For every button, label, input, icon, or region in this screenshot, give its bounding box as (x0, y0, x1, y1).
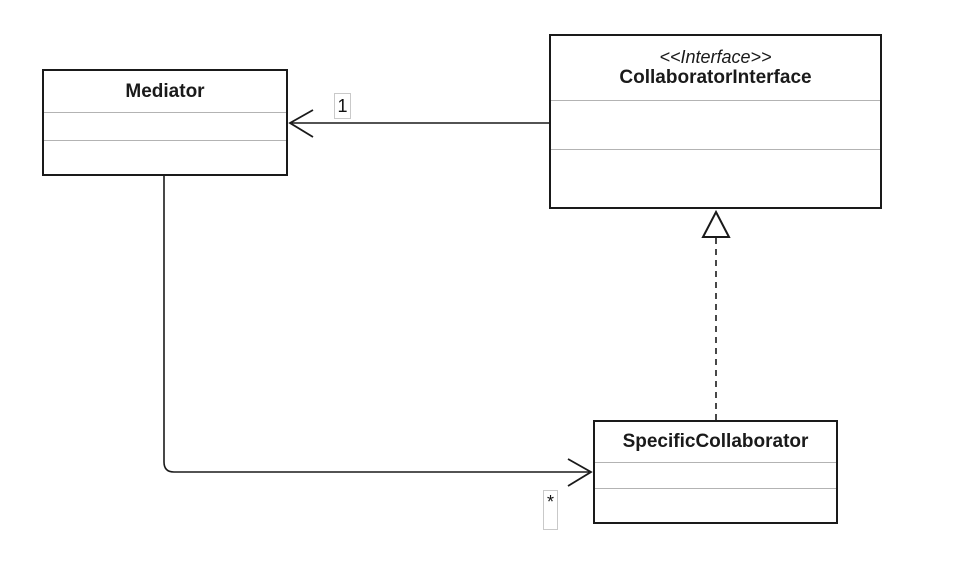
multiplicity-label-one[interactable]: 1 (334, 93, 351, 119)
class-stereotype: <<Interface>> (659, 46, 772, 67)
open-arrowhead-right-icon (567, 458, 593, 487)
class-title-compartment: SpecificCollaborator (595, 422, 836, 462)
class-title-compartment: Mediator (44, 71, 286, 112)
class-name: Mediator (125, 80, 205, 102)
edge-association-collaboratorinterface-to-mediator[interactable] (288, 109, 549, 138)
attributes-compartment (44, 112, 286, 140)
methods-compartment (44, 140, 286, 174)
class-box-collaboratorinterface[interactable]: <<Interface>> CollaboratorInterface (549, 34, 882, 209)
association-line[interactable] (163, 176, 589, 473)
attributes-compartment (595, 462, 836, 488)
multiplicity-label-many[interactable]: * (543, 490, 558, 530)
methods-compartment (551, 149, 880, 207)
class-box-mediator[interactable]: Mediator (42, 69, 288, 176)
edge-realization-specificcollaborator-to-collaboratorinterface[interactable] (701, 209, 731, 420)
methods-compartment (595, 488, 836, 522)
class-box-specificcollaborator[interactable]: SpecificCollaborator (593, 420, 838, 524)
hollow-triangle-arrowhead-icon (701, 209, 731, 238)
class-name: CollaboratorInterface (619, 67, 812, 89)
attributes-compartment (551, 100, 880, 149)
edge-association-mediator-to-specificcollaborator[interactable] (163, 176, 593, 487)
class-name: SpecificCollaborator (622, 431, 809, 453)
class-title-compartment: <<Interface>> CollaboratorInterface (551, 36, 880, 100)
open-arrowhead-left-icon (288, 109, 314, 138)
